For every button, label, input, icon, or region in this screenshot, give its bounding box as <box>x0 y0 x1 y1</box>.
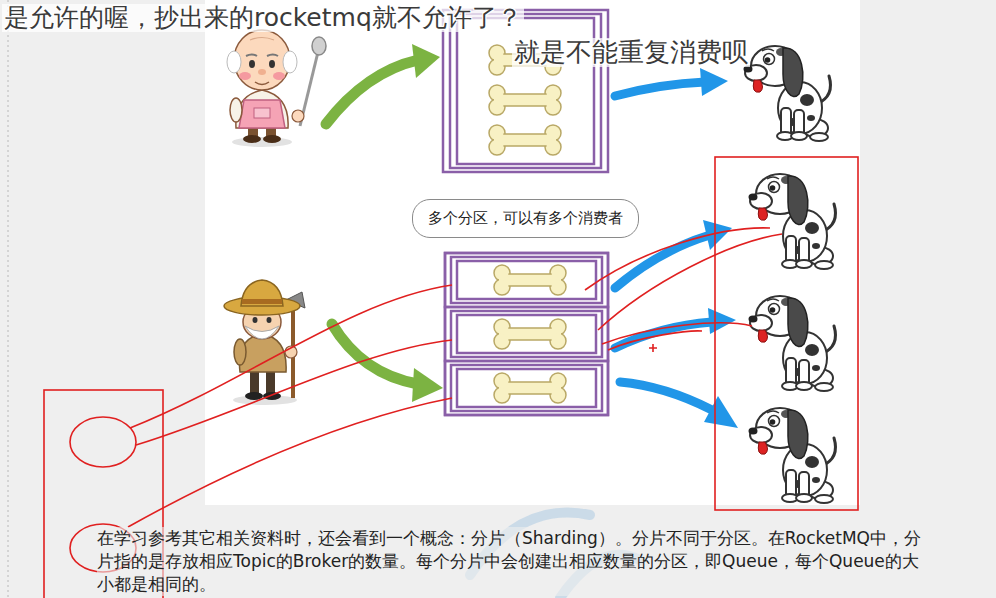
dog-figure <box>744 46 831 141</box>
subtitle-text: 就是不能重复消费呗 <box>512 38 750 67</box>
dog-figure <box>749 408 836 503</box>
flow-arrow <box>326 44 440 124</box>
subtitle-text: 是允许的喔，抄出来的rocketmq就不允许了？ <box>2 4 524 32</box>
dog-figure <box>749 174 836 269</box>
grandpa-figure <box>227 30 326 147</box>
note-pill: 多个分区，可以有多个消费者 <box>412 199 639 238</box>
queue-box <box>443 10 608 172</box>
consume-arrow <box>615 220 738 428</box>
pill-text: 多个分区，可以有多个消费者 <box>428 209 623 228</box>
description-paragraph: 在学习参考其它相关资料时，还会看到一个概念：分片（Sharding）。分片不同于… <box>97 527 927 596</box>
consume-arrow <box>615 68 728 96</box>
partition-queues <box>445 253 608 415</box>
flow-arrow <box>332 324 443 402</box>
dog-figure <box>749 296 836 391</box>
picture-ground <box>205 0 860 505</box>
